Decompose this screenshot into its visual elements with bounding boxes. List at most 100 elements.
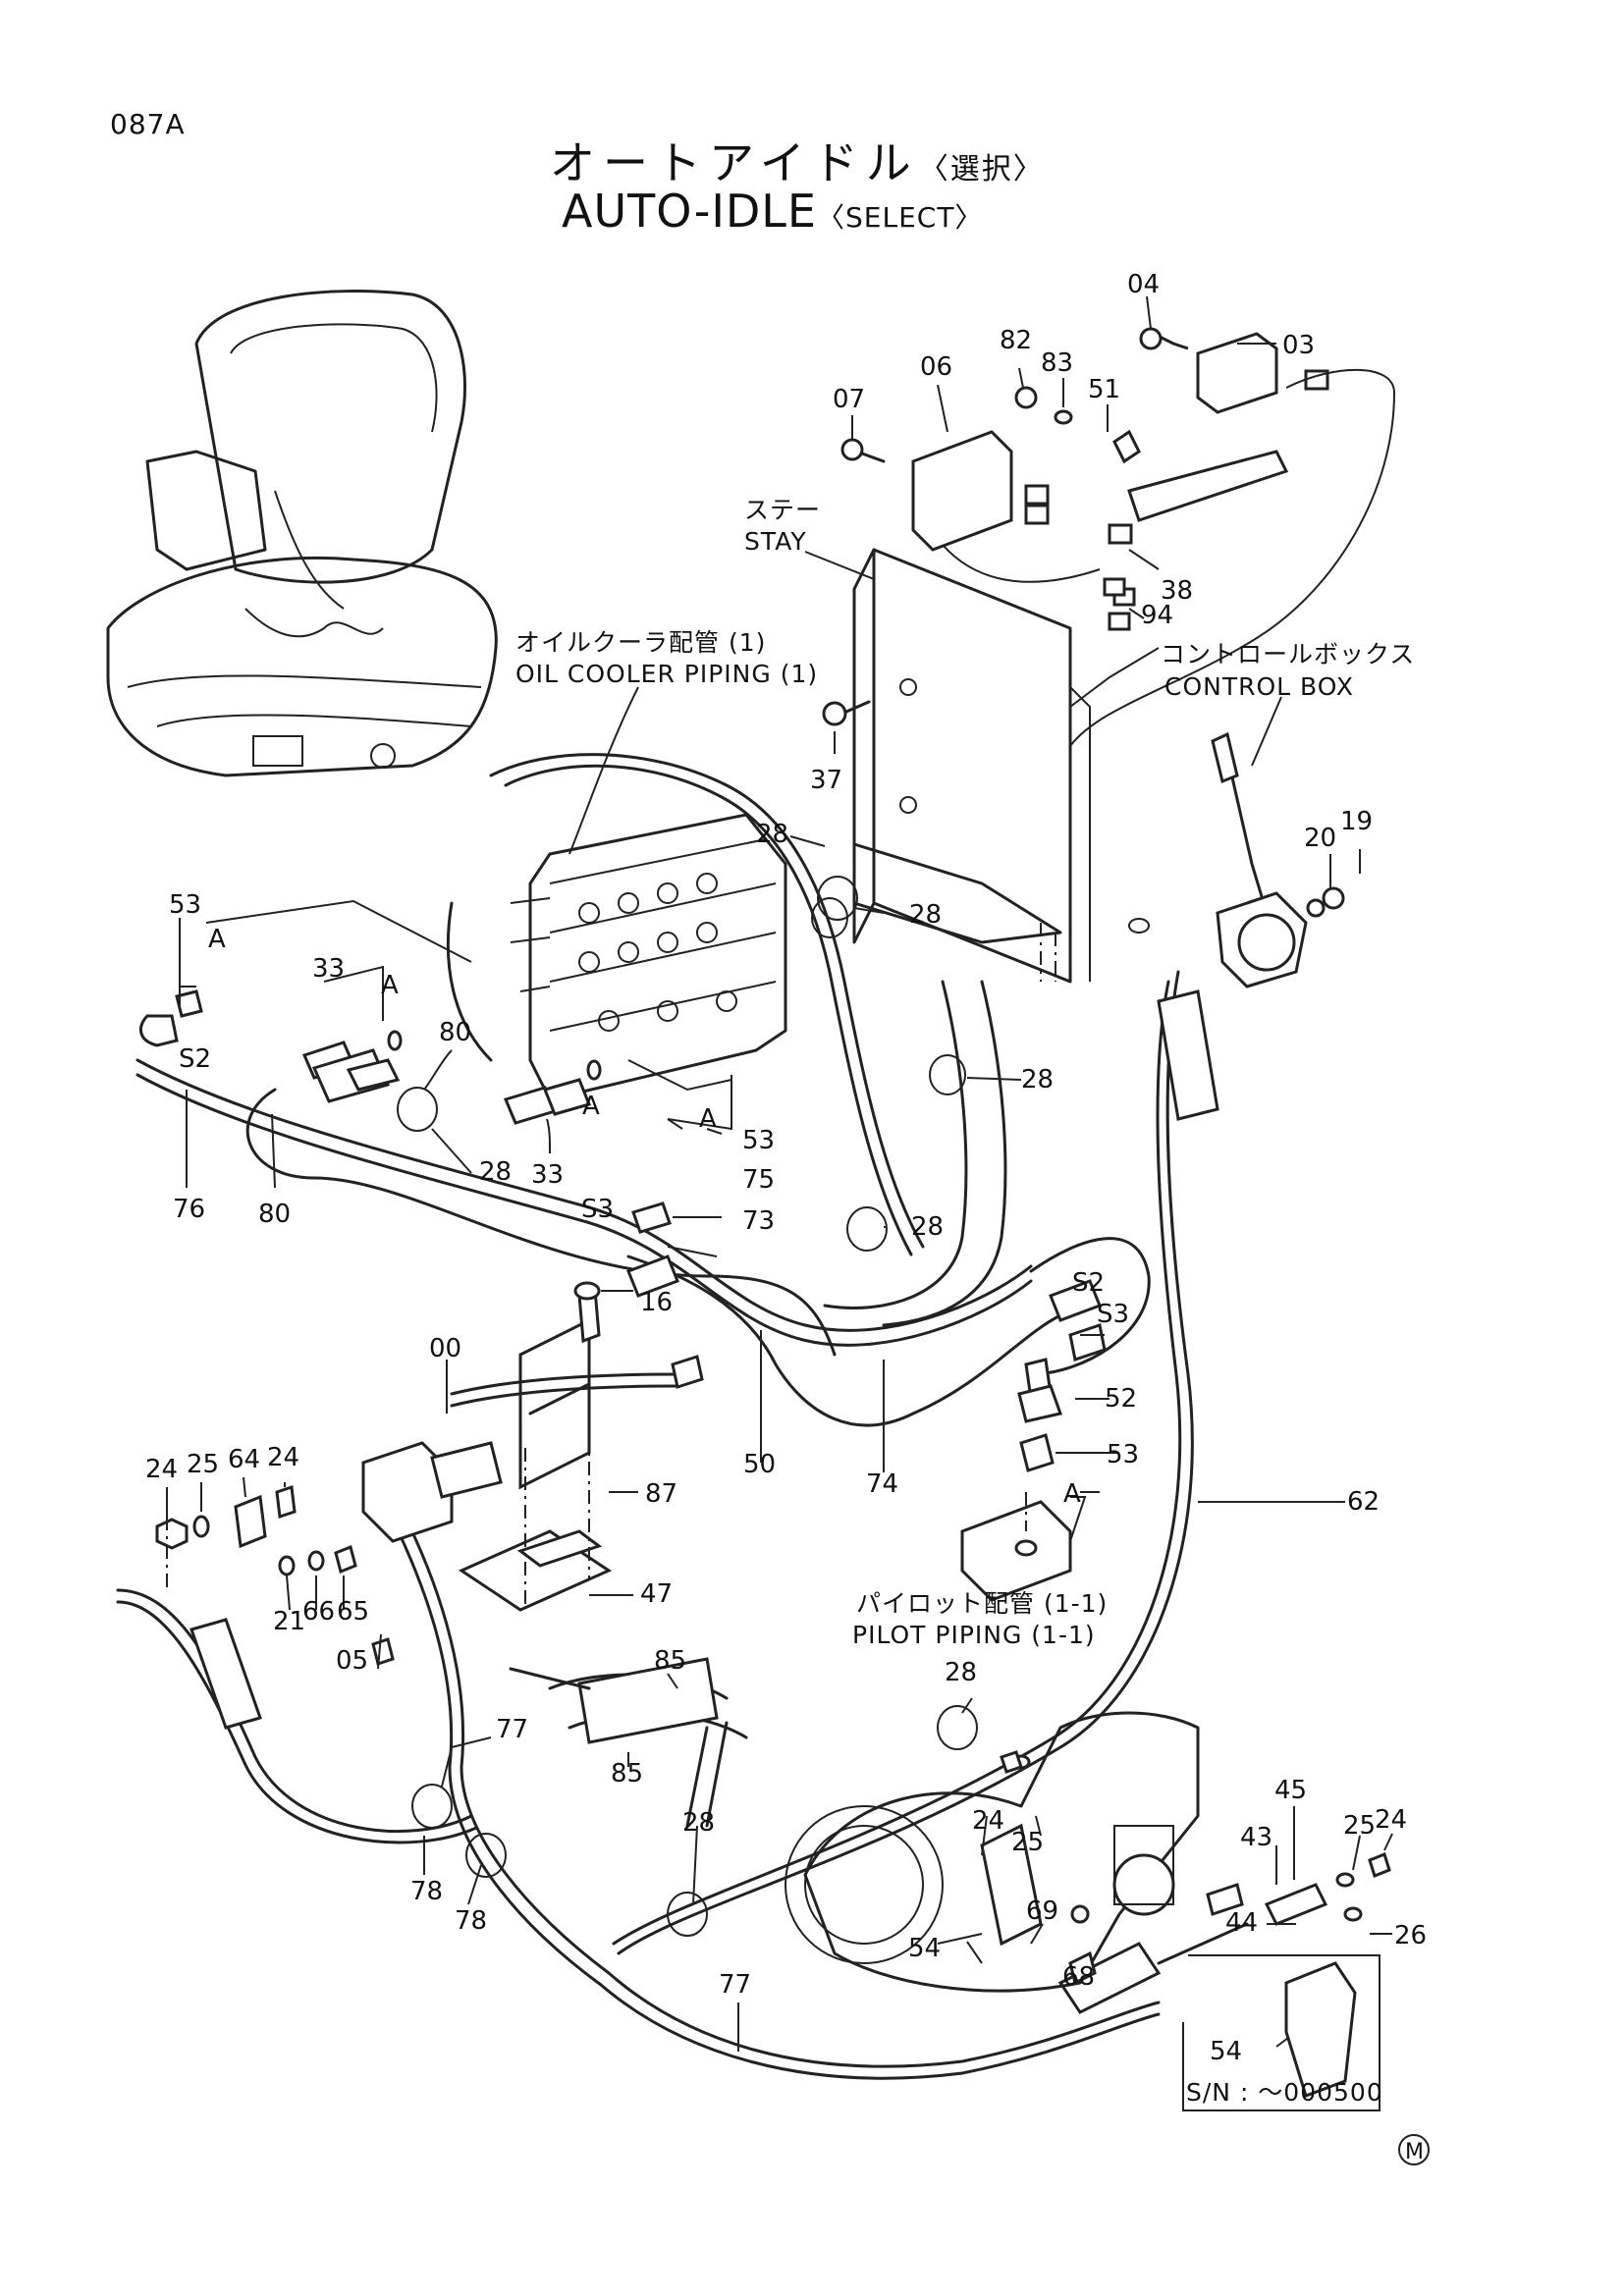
- part-number: S3: [581, 1195, 614, 1224]
- part-number: 25: [1011, 1828, 1044, 1857]
- part-number: 24: [1375, 1805, 1407, 1835]
- part-number: 28: [756, 820, 788, 849]
- part-number: 03: [1282, 331, 1315, 360]
- part-number: 24: [972, 1806, 1004, 1836]
- cable-clamps: [397, 876, 978, 1937]
- part-number: S2: [1072, 1268, 1105, 1298]
- part-number: 78: [410, 1877, 443, 1906]
- part-number: 04: [1127, 270, 1160, 299]
- part-number: 19: [1340, 807, 1373, 836]
- part-number: 28: [909, 900, 942, 930]
- part-number: 37: [810, 766, 842, 795]
- serial-inset: [1182, 1954, 1380, 2111]
- part-number: 65: [337, 1597, 369, 1627]
- control-valve: [510, 813, 787, 1101]
- part-number: 50: [743, 1450, 776, 1479]
- part-numbers: 04 03 06 82 83 51 07 38 94 37 19 20 28 2…: [145, 270, 1427, 2066]
- part-number: 80: [439, 1018, 471, 1047]
- part-number: 83: [1041, 348, 1073, 378]
- part-number: 75: [742, 1165, 775, 1195]
- part-number: 53: [169, 890, 201, 920]
- part-number: 85: [654, 1646, 686, 1676]
- callout-labels: ステー STAY オイルクーラ配管 (1) OIL COOLER PIPING …: [515, 496, 1430, 2165]
- part-number: 54: [908, 1934, 941, 1963]
- part-number: 28: [682, 1808, 715, 1838]
- stay-label-en: STAY: [744, 527, 807, 556]
- leader-lines: [166, 295, 1393, 2052]
- part-number: 47: [640, 1579, 673, 1609]
- hose-pair: [509, 1657, 748, 1828]
- part-number: 38: [1161, 576, 1193, 606]
- harness-hoses: [135, 753, 1151, 1427]
- part-number: 33: [312, 954, 345, 984]
- part-number: 73: [742, 1206, 775, 1236]
- excavator-overview: [106, 290, 498, 777]
- part-number: 51: [1088, 375, 1120, 404]
- part-number: 28: [1021, 1065, 1054, 1095]
- part-number: S3: [1097, 1300, 1129, 1329]
- part-number: 16: [640, 1288, 673, 1317]
- part-number: 78: [455, 1906, 487, 1936]
- part-number: 53: [1107, 1440, 1139, 1469]
- part-number: A: [1063, 1479, 1081, 1509]
- part-number: 64: [228, 1445, 260, 1474]
- control-box-label-en: CONTROL BOX: [1164, 672, 1354, 701]
- part-number: 28: [945, 1658, 977, 1687]
- pressure-switches: [138, 989, 679, 1298]
- part-number: 06: [920, 352, 952, 382]
- title-en-main: AUTO-IDLE: [562, 185, 818, 238]
- page-title-japanese: オートアイドル〈選択〉: [550, 128, 1045, 192]
- part-number: 62: [1347, 1487, 1380, 1517]
- part-number: 24: [145, 1455, 178, 1484]
- part-number: 52: [1105, 1384, 1137, 1414]
- part-number: 80: [258, 1200, 291, 1229]
- part-number: A: [582, 1092, 600, 1121]
- mark-label: M: [1405, 2140, 1424, 2164]
- page-title-english: AUTO-IDLE〈SELECT〉: [562, 185, 983, 238]
- pilot-piping-label-jp: パイロット配管 (1-1): [856, 1589, 1108, 1618]
- title-jp-suffix: 〈選択〉: [918, 152, 1045, 187]
- part-number: 45: [1274, 1776, 1307, 1805]
- part-number: 85: [611, 1759, 643, 1789]
- part-number: 00: [429, 1334, 461, 1363]
- part-number: 21: [273, 1607, 305, 1636]
- part-number: 54: [1210, 2037, 1242, 2066]
- part-number: 44: [1225, 1908, 1258, 1938]
- part-number: A: [208, 925, 226, 954]
- part-number: 87: [645, 1479, 677, 1509]
- part-number: 33: [531, 1160, 564, 1190]
- part-number: 77: [496, 1715, 528, 1744]
- left-hardware: [155, 1484, 395, 1666]
- part-number: 68: [1062, 1962, 1095, 1992]
- control-lever: [1211, 731, 1345, 988]
- fittings-right: [960, 1279, 1107, 1602]
- control-box-label-jp: コントロールボックス: [1161, 640, 1415, 668]
- part-number: 76: [173, 1195, 205, 1224]
- part-number: 07: [833, 385, 865, 414]
- solenoid-bracket: [361, 1281, 704, 1612]
- oil-cooler-label-jp: オイルクーラ配管 (1): [515, 628, 766, 657]
- page-code: 087A: [110, 108, 186, 140]
- small-fasteners-top: [822, 327, 1189, 726]
- part-number: 24: [267, 1443, 299, 1472]
- pilot-piping-label-en: PILOT PIPING (1-1): [852, 1621, 1096, 1649]
- control-boxes: [911, 332, 1396, 747]
- title-jp-main: オートアイドル: [550, 136, 919, 189]
- part-number: A: [699, 1104, 717, 1134]
- part-number: 28: [479, 1157, 512, 1187]
- part-number: 25: [1343, 1811, 1376, 1841]
- part-number: 05: [336, 1646, 368, 1676]
- part-number: 28: [911, 1212, 944, 1242]
- part-number: 43: [1240, 1823, 1272, 1852]
- part-number: S2: [179, 1044, 211, 1074]
- part-number: 25: [187, 1450, 219, 1479]
- oil-cooler-label-en: OIL COOLER PIPING (1): [515, 660, 818, 688]
- part-number: 77: [719, 1970, 751, 2000]
- mark-circle: [1398, 2134, 1430, 2165]
- stay-bracket: [852, 548, 1150, 984]
- part-number: 74: [866, 1469, 898, 1499]
- part-number: 20: [1304, 824, 1336, 853]
- part-number: 66: [302, 1597, 335, 1627]
- stay-label-jp: ステー: [744, 496, 821, 524]
- part-number: A: [381, 971, 399, 1000]
